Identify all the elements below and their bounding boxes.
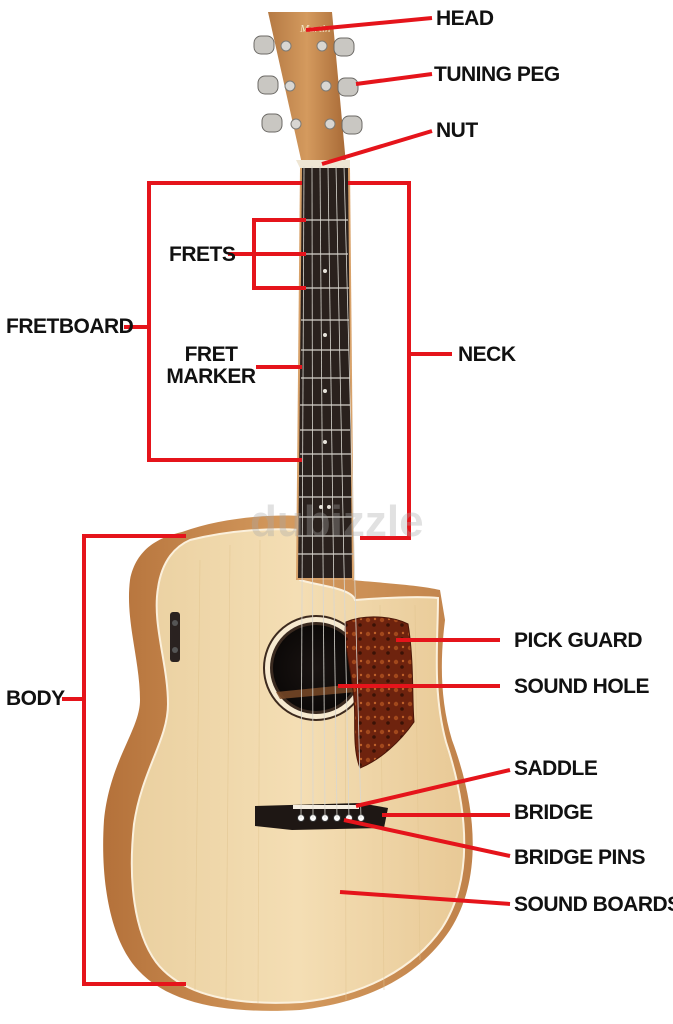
label-sound-hole: SOUND HOLE: [514, 675, 650, 698]
label-pick-guard: PICK GUARD: [514, 629, 643, 652]
label-neck: NECK: [458, 343, 516, 366]
label-sound-boards: SOUND BOARDS: [514, 893, 673, 916]
label-head: HEAD: [436, 7, 494, 30]
label-tuning-peg: TUNING PEG: [434, 63, 560, 86]
label-fretboard: FRETBOARD: [6, 315, 134, 338]
label-fret-marker-line1: FRET: [184, 343, 238, 366]
label-saddle: SADDLE: [514, 757, 598, 780]
label-body: BODY: [6, 687, 65, 710]
watermark: dubizzle: [250, 497, 424, 546]
label-nut: NUT: [436, 119, 478, 142]
label-fret-marker-line2: MARKER: [166, 365, 256, 388]
label-bridge: BRIDGE: [514, 801, 593, 824]
label-frets: FRETS: [169, 243, 236, 266]
label-bridge-pins: BRIDGE PINS: [514, 846, 646, 869]
label-fret-marker: FRET MARKER: [166, 344, 256, 388]
